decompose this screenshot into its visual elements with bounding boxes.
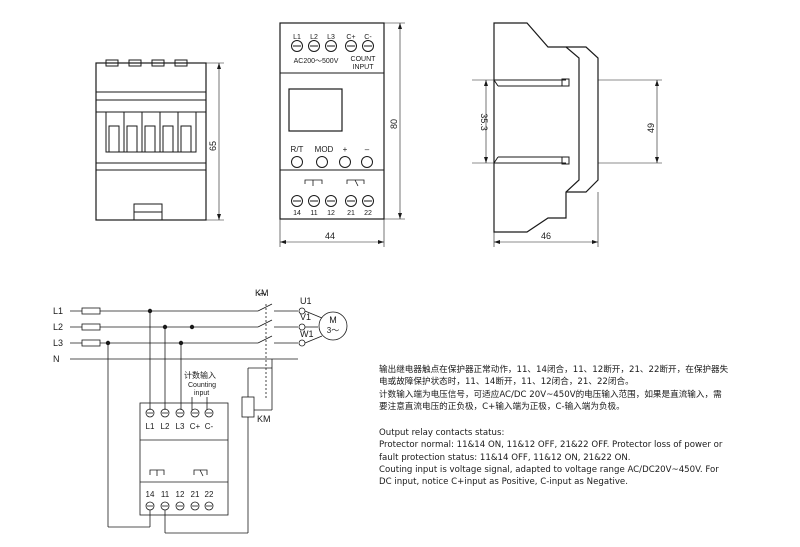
svg-text:11: 11: [161, 490, 170, 499]
count-input-en1: Counting: [188, 382, 216, 389]
svg-text:21: 21: [191, 490, 200, 499]
svg-text:+: +: [343, 145, 348, 154]
supply-line-labels: L1 L2 L3 N: [53, 306, 63, 364]
notes-en: Output relay contacts status: Protector …: [379, 427, 722, 488]
svg-text:21: 21: [347, 210, 355, 217]
note-en-line: Protector normal: 11&14 ON, 11&12 OFF, 2…: [379, 440, 723, 451]
protector-top-labels: L1 L2 L3 C+ C-: [146, 422, 214, 431]
svg-text:L2: L2: [161, 422, 170, 431]
rt-button: [291, 156, 303, 168]
svg-text:22: 22: [205, 490, 214, 499]
svg-text:12: 12: [327, 210, 335, 217]
note-cn-line: 计数输入端为电压信号，可适应AC/DC 20V~450V的电压输入范围，如果是直…: [379, 389, 722, 400]
svg-text:11: 11: [310, 210, 317, 217]
km-coil: [241, 396, 255, 418]
svg-text:L1: L1: [293, 34, 301, 41]
motor-phase-label: 3～: [327, 326, 339, 335]
front-bottom-terminal-labels: 14 11 12 21 22: [293, 210, 372, 217]
fuse-l1: [81, 307, 101, 315]
svg-text:C-: C-: [205, 422, 214, 431]
svg-text:V1: V1: [300, 312, 311, 322]
svg-text:14: 14: [146, 490, 155, 499]
svg-text:U1: U1: [300, 296, 312, 306]
note-en-line: Couting input is voltage signal, adapted…: [379, 464, 719, 475]
svg-text:R/T: R/T: [291, 145, 304, 154]
terminal-slots: [96, 111, 206, 153]
note-en-line: fault protection status: 11&14 OFF, 11&1…: [379, 452, 631, 463]
svg-text:L2: L2: [53, 322, 63, 332]
svg-text:L2: L2: [310, 34, 318, 41]
dim-46: 46: [541, 231, 551, 241]
fuse-l2: [81, 323, 101, 331]
dim-65: 65: [208, 141, 218, 151]
phase-labels: U1 V1 W1: [300, 296, 314, 339]
input-label: INPUT: [353, 64, 375, 71]
count-label: COUNT: [351, 56, 377, 63]
note-en-line: DC input, notice C+input as Positive, C-…: [379, 477, 628, 488]
note-en-line: Output relay contacts status:: [379, 428, 505, 438]
dim-35-3: 35.3: [479, 113, 489, 131]
svg-text:W1: W1: [300, 329, 314, 339]
protector-bottom-labels: 14 11 12 21 22: [146, 490, 214, 499]
svg-text:L1: L1: [146, 422, 155, 431]
dim-49: 49: [646, 123, 656, 133]
fuse-l3: [81, 339, 101, 347]
count-input-en2: input: [194, 390, 209, 397]
svg-text:C-: C-: [364, 34, 372, 41]
protector-box: [139, 402, 229, 516]
svg-text:MOD: MOD: [315, 145, 334, 154]
left-view: 65: [95, 59, 224, 221]
front-bottom-screws: [291, 195, 374, 207]
motor: [318, 311, 348, 341]
count-input-cn: 计数输入: [184, 370, 216, 380]
svg-text:12: 12: [176, 490, 185, 499]
wiring-diagram: L1 L2 L3 N KM U1 V1: [53, 288, 348, 534]
km-top-label: KM: [255, 288, 269, 298]
svg-text:N: N: [53, 354, 60, 364]
dim-44: 44: [325, 231, 335, 241]
svg-text:L1: L1: [53, 306, 63, 316]
svg-text:L3: L3: [53, 338, 63, 348]
voltage-label: AC200～500V: [294, 58, 339, 65]
front-button-labels: R/T MOD + –: [291, 145, 370, 154]
svg-text:22: 22: [364, 210, 372, 217]
front-top-screws: [291, 40, 374, 52]
notes-cn: 输出继电器触点在保护器正常动作，11、14闭合，11、12断开，21、22断开，…: [379, 364, 728, 413]
front-view: L1 L2 L3 C+ C- AC200～500V COUNT INPUT R/…: [279, 22, 405, 247]
svg-text:L3: L3: [327, 34, 335, 41]
side-view: 35.3 49 46: [472, 22, 662, 247]
svg-text:14: 14: [293, 210, 301, 217]
dim-80: 80: [389, 119, 399, 129]
svg-text:L3: L3: [176, 422, 185, 431]
plus-button: [339, 156, 351, 168]
svg-text:–: –: [365, 145, 370, 154]
lcd-display: [288, 88, 343, 132]
protector-top-screws: [145, 408, 214, 418]
note-cn-line: 电或故障保护状态时，11、14断开，11、12闭合，21、22闭合。: [379, 377, 634, 388]
note-cn-line: 要注意直流电压的正负极，C+输入端为正极，C-输入端为负极。: [379, 401, 625, 412]
km-coil-label: KM: [257, 414, 271, 424]
protector-bottom-screws: [145, 501, 214, 511]
note-cn-line: 输出继电器触点在保护器正常动作，11、14闭合，11、12断开，21、22断开，…: [379, 365, 729, 375]
mod-button: [316, 156, 328, 168]
svg-text:C+: C+: [346, 34, 355, 41]
svg-text:C+: C+: [190, 422, 201, 431]
front-top-terminal-labels: L1 L2 L3 C+ C-: [293, 34, 372, 41]
motor-label: M: [329, 315, 337, 325]
minus-button: [361, 156, 373, 168]
